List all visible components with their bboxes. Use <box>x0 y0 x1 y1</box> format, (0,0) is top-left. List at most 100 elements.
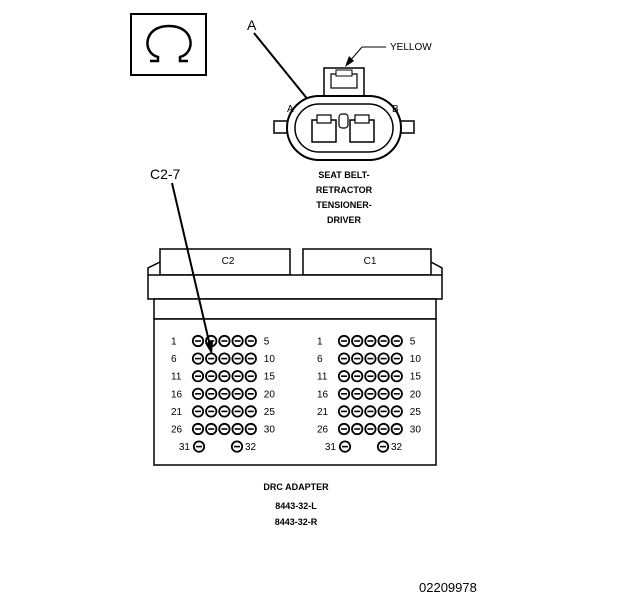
adapter-top-shell <box>147 261 443 275</box>
figure-id: 02209978 <box>419 580 477 595</box>
c1-pin-31 <box>338 440 352 453</box>
c2-row-3-end: 15 <box>264 372 276 383</box>
c2-pin-18 <box>218 387 231 400</box>
connector-latch-tab <box>335 69 353 77</box>
c2-pin-14 <box>231 370 244 383</box>
c2-pin-12 <box>205 370 218 383</box>
ohm-symbol <box>130 13 207 76</box>
wire-color-arrowhead <box>345 56 354 67</box>
connector-name-line-2: RETRACTOR <box>316 185 373 195</box>
callout-c2-7-label: C2-7 <box>150 166 181 182</box>
c2-pin-4 <box>231 334 244 348</box>
c2-pin-5 <box>244 334 257 348</box>
c2-pin-24 <box>231 405 244 418</box>
ohm-icon <box>146 24 192 63</box>
c2-row-1-end: 5 <box>264 337 270 348</box>
c2-pin-1 <box>191 334 205 348</box>
wire-color-label: YELLOW <box>390 42 432 53</box>
c1-pin-2 <box>351 334 364 348</box>
c1-pin-27 <box>351 422 364 436</box>
connector-name-line-1: SEAT BELT- <box>318 170 369 180</box>
c2-pin-31 <box>192 440 206 453</box>
c2-pin-8 <box>218 352 231 365</box>
callout-a-label: A <box>247 17 257 33</box>
c2-pin-20 <box>244 387 257 400</box>
c1-pin-28 <box>364 422 377 436</box>
cavity-b-slot <box>354 114 370 124</box>
c1-row-4-start: 16 <box>317 389 329 400</box>
adapter-caption-line-3: 8443-32-R <box>275 517 318 527</box>
c2-row-4-end: 20 <box>264 389 276 400</box>
c2-pin-21 <box>191 405 205 418</box>
c1-pin-32-label: 32 <box>391 442 403 453</box>
c2-row-1-start: 1 <box>171 337 177 348</box>
c2-pin-17 <box>205 387 218 400</box>
c2-row-6-end: 30 <box>264 425 276 436</box>
c2-row-5-end: 25 <box>264 407 276 418</box>
c2-pin-16 <box>191 387 205 400</box>
c1-pin-5 <box>390 334 403 348</box>
c1-row-1-start: 1 <box>317 337 323 348</box>
c1-row-2-end: 10 <box>410 354 422 365</box>
c2-pin-13 <box>218 370 231 383</box>
c1-pin-21 <box>337 405 351 418</box>
adapter-caption-line-2: 8443-32-L <box>275 501 317 511</box>
callout-c2-7-arrowhead <box>205 341 213 355</box>
adapter-caption-line-1: DRC ADAPTER <box>263 482 329 492</box>
c1-pin-11 <box>337 370 351 383</box>
c2-pin-6 <box>191 352 205 365</box>
c1-row-4-end: 20 <box>410 389 422 400</box>
c2-pin-29 <box>231 422 244 436</box>
c2-pin-23 <box>218 405 231 418</box>
c1-pin-24 <box>377 405 390 418</box>
c1-pin-22 <box>351 405 364 418</box>
c1-pin-30 <box>390 422 403 436</box>
c1-pin-20 <box>390 387 403 400</box>
c1-pin-18 <box>364 387 377 400</box>
c2-row-5-start: 21 <box>171 407 183 418</box>
c1-pin-9 <box>377 352 390 365</box>
c2-pin-7 <box>205 352 218 365</box>
c1-row-6-end: 30 <box>410 425 422 436</box>
c2-pin-32-label: 32 <box>245 442 257 453</box>
c1-pin-13 <box>364 370 377 383</box>
c2-pin-9 <box>231 352 244 365</box>
c1-pin-3 <box>364 334 377 348</box>
ohm-symbol-frame <box>130 13 207 76</box>
seat-belt-connector: A YELLOW A B SEAT BELT- RETRACTOR TENSIO… <box>247 17 432 225</box>
adapter-top-lip <box>153 298 437 320</box>
terminal-b-label: B <box>392 104 399 115</box>
connector-name-line-3: TENSIONER- <box>316 200 372 210</box>
c1-row-3-end: 15 <box>410 372 422 383</box>
c1-pin-8 <box>364 352 377 365</box>
c1-row-3-start: 11 <box>317 372 328 383</box>
c1-pin-7 <box>351 352 364 365</box>
c1-row-5-end: 25 <box>410 407 422 418</box>
c1-pin-6 <box>337 352 351 365</box>
adapter-tab-c2 <box>159 248 291 276</box>
c2-pin-15 <box>244 370 257 383</box>
c1-pin-12 <box>351 370 364 383</box>
c2-pin-11 <box>191 370 205 383</box>
c1-pin-32 <box>376 440 390 453</box>
adapter-tab-c1 <box>302 248 432 276</box>
c2-pin-32 <box>230 440 244 453</box>
c2-pin-30 <box>244 422 257 436</box>
center-key <box>338 113 349 129</box>
cavity-a-slot <box>316 114 332 124</box>
c2-pin-22 <box>205 405 218 418</box>
c2-pin-28 <box>218 422 231 436</box>
c2-pin-31-label: 31 <box>179 442 191 453</box>
c1-row-5-start: 21 <box>317 407 329 418</box>
c1-pin-4 <box>377 334 390 348</box>
terminal-a-label: A <box>287 104 294 115</box>
c1-pin-26 <box>337 422 351 436</box>
c2-pin-19 <box>231 387 244 400</box>
c1-pin-16 <box>337 387 351 400</box>
c2-row-6-start: 26 <box>171 425 183 436</box>
c2-pin-27 <box>205 422 218 436</box>
c1-pin-23 <box>364 405 377 418</box>
